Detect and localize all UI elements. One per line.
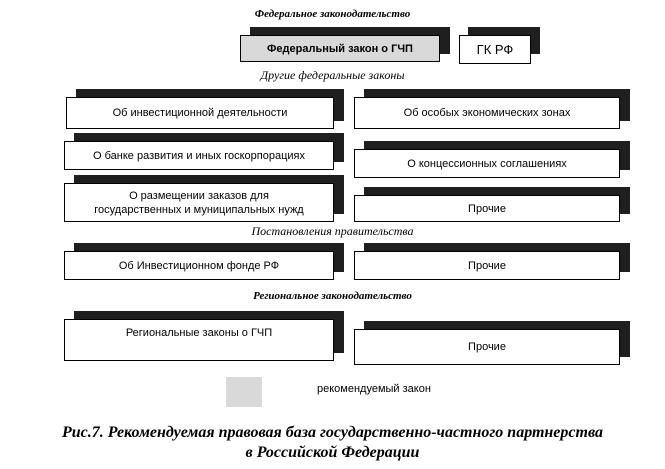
header-regional-legislation: Региональное законодательство <box>253 290 412 302</box>
box-federal-law-ppp-label: Федеральный закон о ГЧП <box>240 35 440 62</box>
box-concession-agreements-label: О концессионных соглашениях <box>354 149 620 178</box>
legend-label: рекомендуемый закон <box>317 383 431 395</box>
box-procurement-label: О размещении заказов для государственных… <box>64 183 334 222</box>
legend-swatch <box>226 377 262 407</box>
header-government-decrees: Постановления правительства <box>251 224 414 238</box>
box-other-regional-label: Прочие <box>354 329 620 365</box>
box-investment-fund-label: Об Инвестиционном фонде РФ <box>64 251 334 280</box>
box-investment-activity-label: Об инвестиционной деятельности <box>66 97 334 129</box>
procurement-line2: государственных и муниципальных нужд <box>94 203 304 216</box>
box-civil-code-label: ГК РФ <box>459 35 531 64</box>
header-other-federal-laws: Другие федеральные законы <box>260 68 405 82</box>
figure-caption-line1: Рис.7. Рекомендуемая правовая база госуд… <box>61 424 603 441</box>
box-development-bank-label: О банке развития и иных госкорпорациях <box>64 141 334 170</box>
box-other-decrees-label: Прочие <box>354 251 620 280</box>
figure-caption-line2: в Российской Федерации <box>245 444 420 461</box>
procurement-line1: О размещении заказов для <box>129 189 269 202</box>
box-other-federal-label: Прочие <box>354 195 620 222</box>
header-federal-legislation: Федеральное законодательство <box>254 8 411 20</box>
box-regional-ppp-laws-label: Региональные законы о ГЧП <box>64 319 334 361</box>
box-special-economic-zones-label: Об особых экономических зонах <box>354 97 620 129</box>
